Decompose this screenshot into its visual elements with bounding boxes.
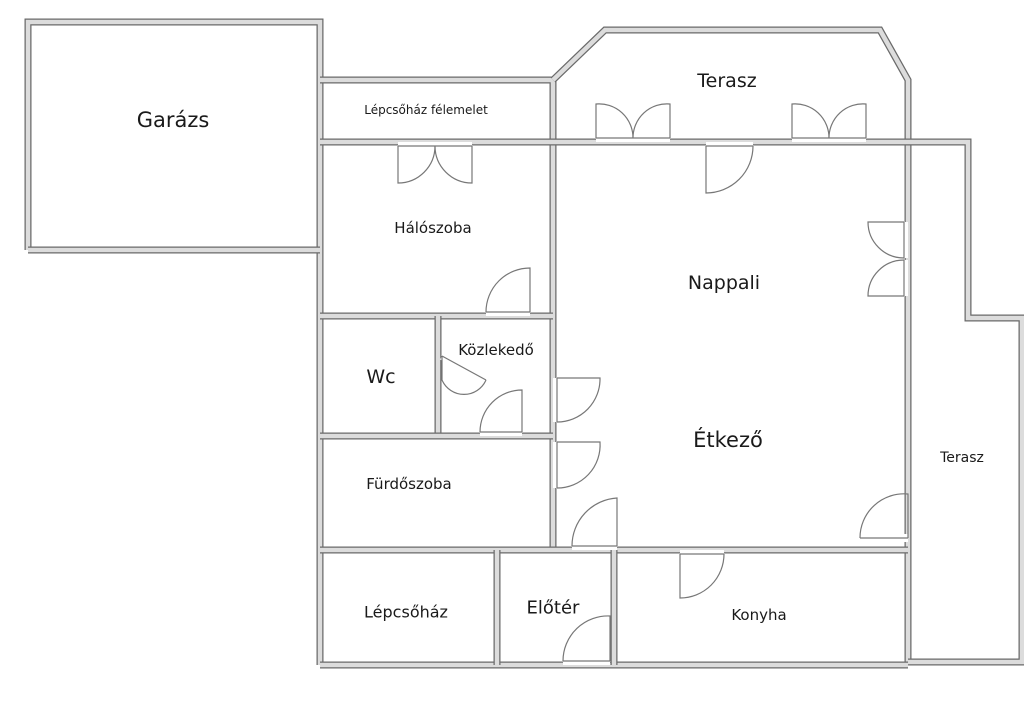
door (867, 259, 908, 297)
door (595, 103, 634, 142)
wall (551, 27, 911, 662)
room-label-bathroom: Fürdőszoba (366, 475, 452, 493)
wall (25, 19, 323, 665)
door (562, 615, 611, 665)
room-label-wc: Wc (366, 366, 396, 388)
room-label-staircase: Lépcsőház (364, 602, 448, 622)
wall (908, 138, 1024, 666)
door (632, 103, 671, 142)
door (485, 267, 531, 316)
wall (550, 26, 912, 662)
room-label-corridor: Közlekedő (458, 341, 534, 359)
room-label-hall: Előtér (526, 597, 580, 619)
door (867, 221, 908, 259)
room-label-kitchen: Konyha (731, 606, 787, 624)
door (440, 352, 488, 396)
door (571, 497, 618, 550)
door (679, 550, 725, 599)
room-label-garage: Garázs (136, 108, 210, 132)
room-label-terrace-right: Terasz (940, 450, 984, 466)
room-label-living-room: Nappali (687, 272, 761, 294)
door (705, 142, 754, 194)
door (434, 142, 473, 184)
wall (908, 139, 1024, 665)
door (828, 103, 867, 142)
room-label-terrace-top: Terasz (697, 70, 757, 92)
door (553, 441, 601, 489)
door (397, 142, 436, 184)
door (791, 103, 830, 142)
door (859, 493, 909, 542)
door (479, 389, 523, 436)
room-label-stair-half-floor: Lépcsőház félemelet (364, 103, 488, 117)
doors (397, 103, 909, 665)
door (553, 377, 601, 423)
room-label-dining: Étkező (693, 428, 763, 452)
room-label-bedroom: Hálószoba (394, 219, 472, 237)
